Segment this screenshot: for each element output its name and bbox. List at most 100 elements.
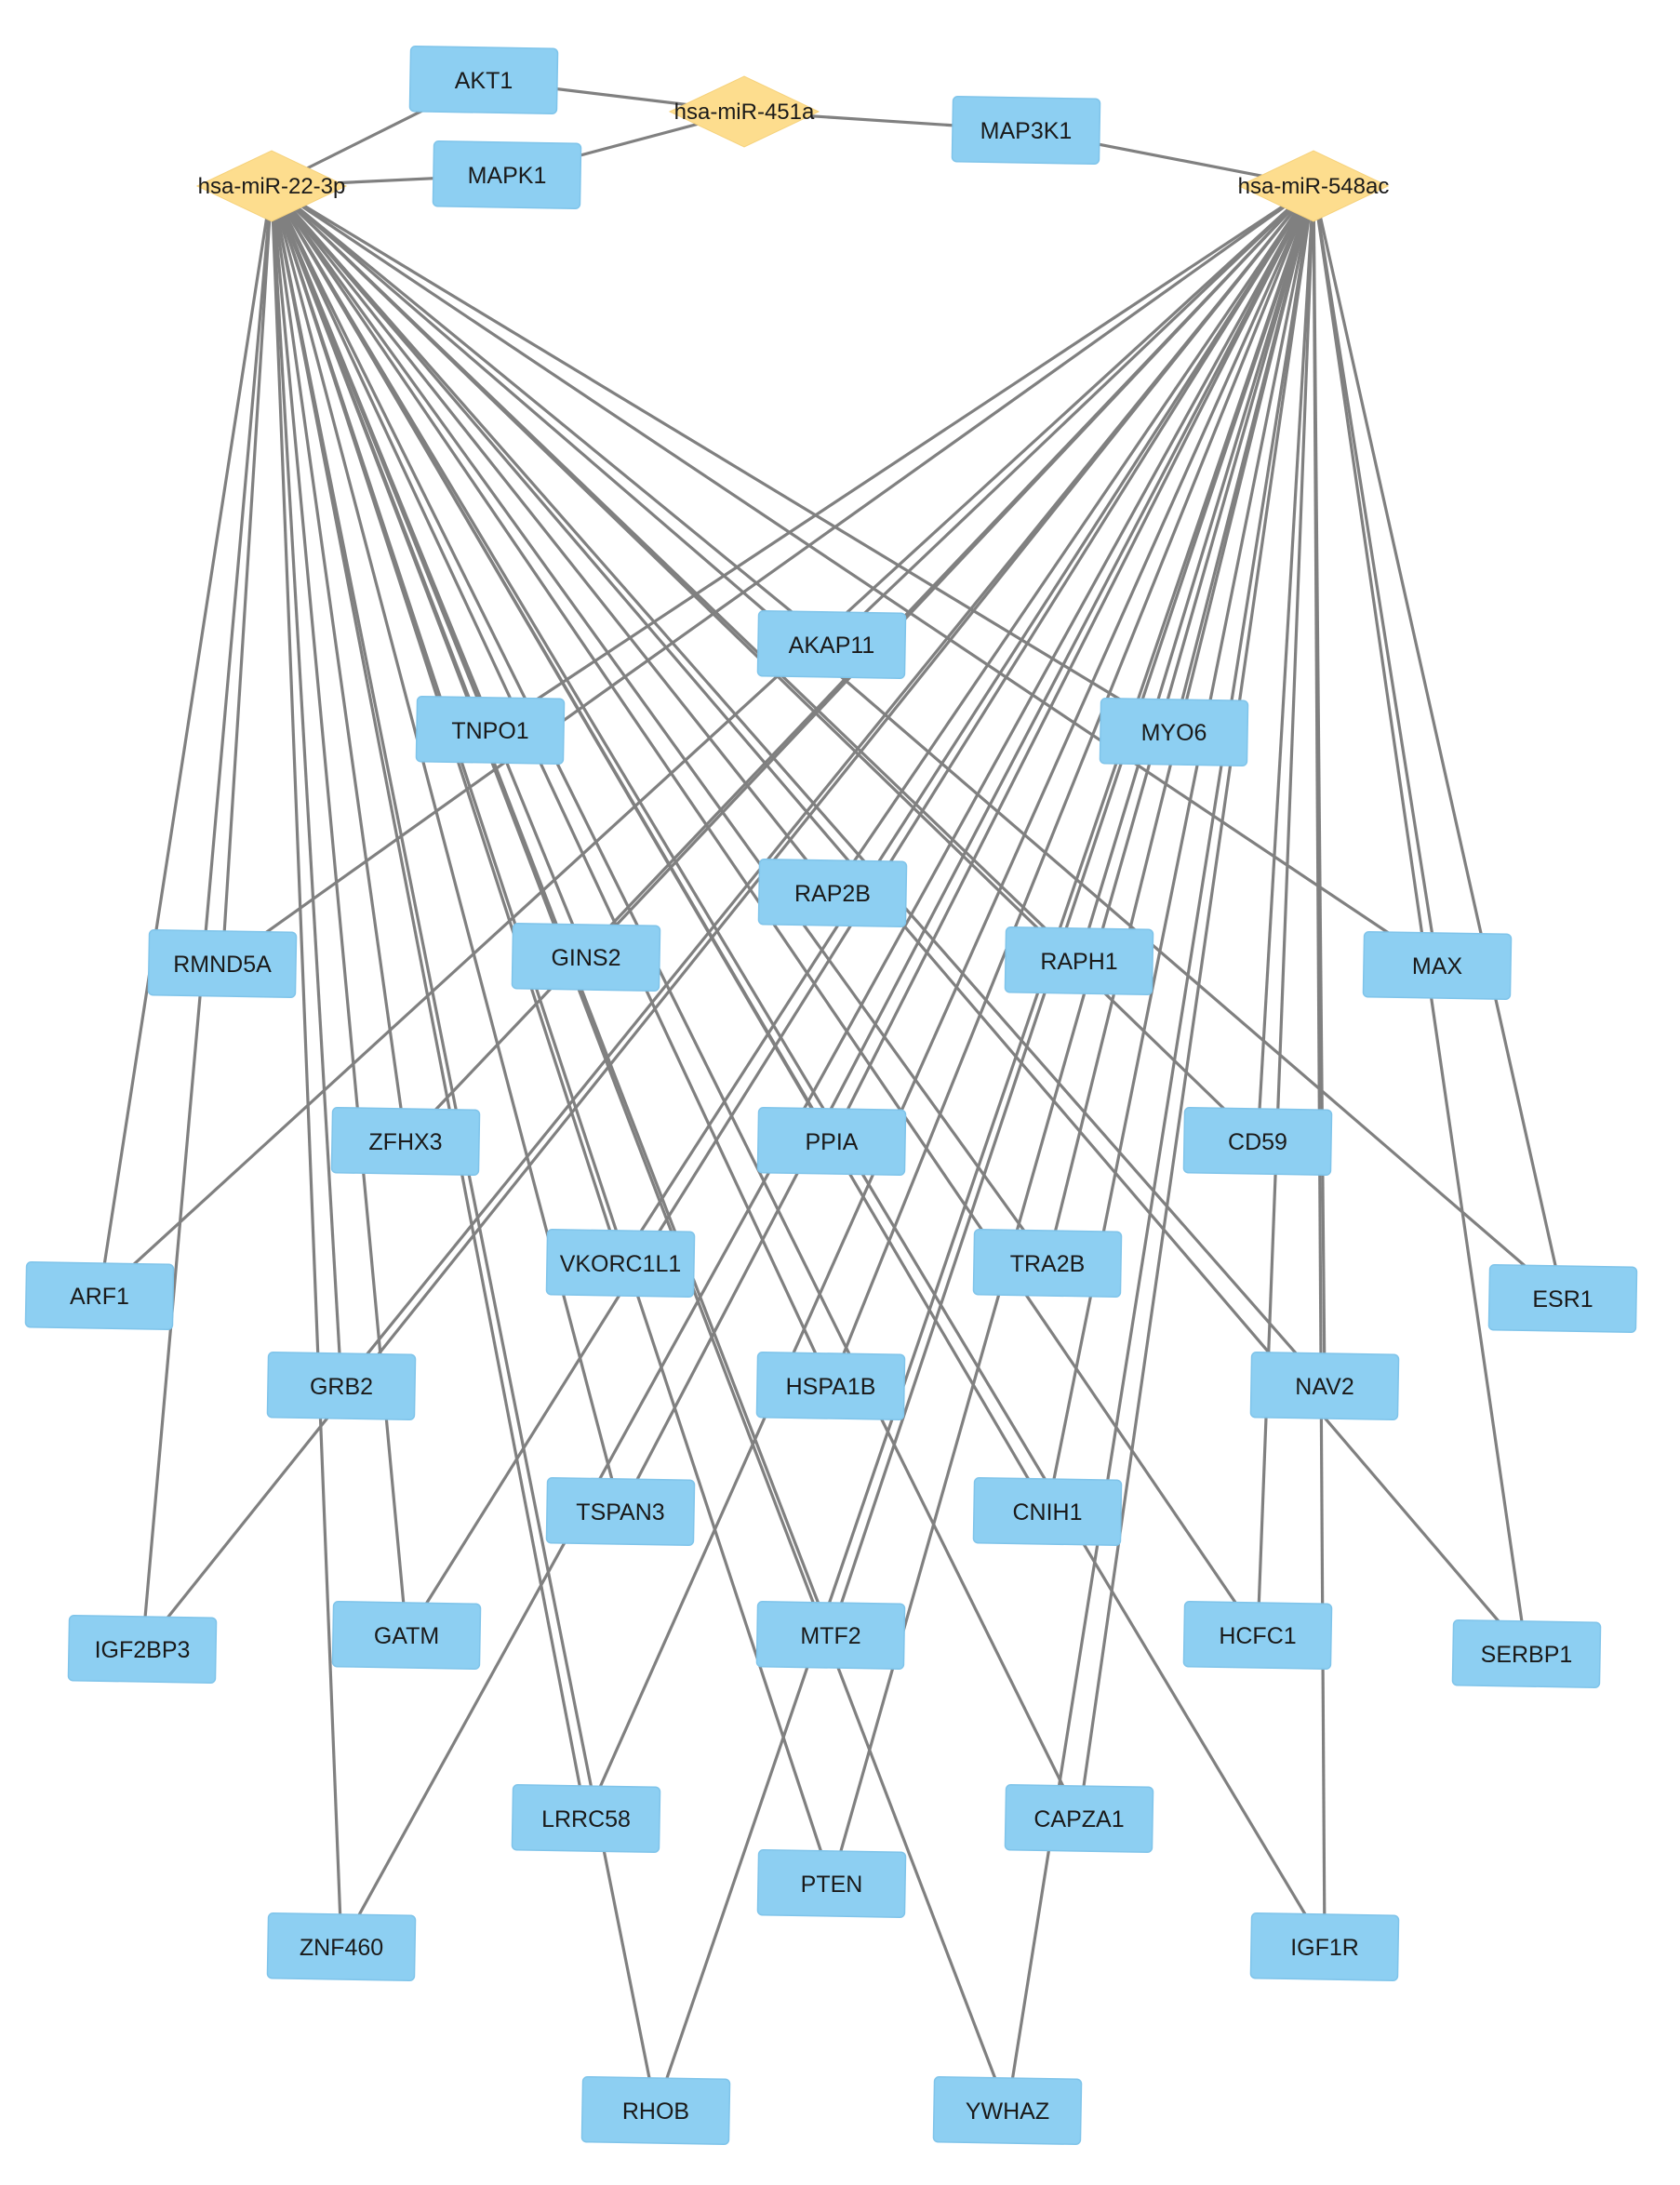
mirna-node-m22[interactable]: hsa-miR-22-3p xyxy=(195,150,348,222)
gene-node-vkorc1l1[interactable]: VKORC1L1 xyxy=(545,1228,696,1299)
gene-box xyxy=(1004,926,1154,996)
gene-node-ppia[interactable]: PPIA xyxy=(756,1106,907,1177)
gene-node-map3k1[interactable]: MAP3K1 xyxy=(951,95,1101,166)
gene-node-pten[interactable]: PTEN xyxy=(756,1848,907,1919)
gene-label: MAX xyxy=(1412,953,1463,979)
gene-box xyxy=(756,609,907,680)
gene-node-hcfc1[interactable]: HCFC1 xyxy=(1182,1600,1333,1671)
gene-box xyxy=(415,695,566,766)
gene-box xyxy=(511,922,661,993)
edge-m548-CAPZA1 xyxy=(1077,185,1315,1819)
gene-node-gins2[interactable]: GINS2 xyxy=(511,922,661,993)
gene-node-igf2bp3[interactable]: IGF2BP3 xyxy=(67,1614,218,1685)
gene-node-gatm[interactable]: GATM xyxy=(331,1600,482,1671)
gene-node-hspa1b[interactable]: HSPA1B xyxy=(755,1351,906,1421)
mirna-label: hsa-miR-548ac xyxy=(1238,174,1390,199)
gene-node-cd59[interactable]: CD59 xyxy=(1182,1106,1333,1177)
gene-box xyxy=(1182,1600,1333,1671)
gene-label: CAPZA1 xyxy=(1033,1806,1124,1832)
edge-m548-PTEN xyxy=(830,185,1315,1885)
mirna-label: hsa-miR-22-3p xyxy=(198,174,346,199)
gene-node-mtf2[interactable]: MTF2 xyxy=(755,1600,906,1671)
gene-label: MTF2 xyxy=(800,1623,860,1649)
gene-box xyxy=(545,1228,696,1299)
gene-label: RMND5A xyxy=(173,952,272,978)
gene-node-tspan3[interactable]: TSPAN3 xyxy=(545,1476,696,1547)
gene-node-ywhaz[interactable]: YWHAZ xyxy=(932,2075,1083,2146)
gene-node-mapk1[interactable]: MAPK1 xyxy=(432,140,582,210)
gene-node-cnih1[interactable]: CNIH1 xyxy=(972,1476,1123,1547)
gene-box xyxy=(147,928,298,999)
gene-node-tnpo1[interactable]: TNPO1 xyxy=(415,695,566,766)
edge-m548-CD59 xyxy=(1256,185,1315,1142)
gene-box xyxy=(511,1783,661,1854)
gene-box xyxy=(1487,1263,1638,1334)
gene-label: TSPAN3 xyxy=(576,1499,664,1526)
edge-m22-ZNF460 xyxy=(270,185,343,1948)
gene-label: MYO6 xyxy=(1141,720,1207,746)
edge-m22-RMND5A xyxy=(220,185,273,965)
gene-box xyxy=(1249,1912,1400,1982)
gene-label: MAPK1 xyxy=(468,163,547,189)
gene-label: YWHAZ xyxy=(966,2098,1049,2125)
edge-m22-CAPZA1 xyxy=(270,185,1081,1819)
edge-m22-ZFHX3 xyxy=(270,185,407,1142)
edge-m548-HSPA1B xyxy=(829,185,1315,1387)
gene-box xyxy=(580,2075,731,2146)
gene-node-zfhx3[interactable]: ZFHX3 xyxy=(330,1106,481,1177)
gene-node-nav2[interactable]: NAV2 xyxy=(1249,1351,1400,1421)
edge-m548-LRRC58 xyxy=(584,185,1315,1819)
gene-box xyxy=(756,1848,907,1919)
gene-node-grb2[interactable]: GRB2 xyxy=(266,1351,417,1421)
edge-m22-RAP2B xyxy=(270,185,834,894)
gene-label: ZNF460 xyxy=(300,1935,383,1961)
gene-node-esr1[interactable]: ESR1 xyxy=(1487,1263,1638,1334)
edge-m22-IGF1R xyxy=(270,185,1327,1948)
edge-m548-MAX xyxy=(1312,185,1439,966)
edge-m548-VKORC1L1 xyxy=(619,185,1315,1264)
gene-node-rmnd5a[interactable]: RMND5A xyxy=(147,928,298,999)
edge-m548-RAPH1 xyxy=(1077,185,1315,962)
gene-node-rhob[interactable]: RHOB xyxy=(580,2075,731,2146)
gene-label: RAPH1 xyxy=(1040,949,1117,975)
gene-node-lrrc58[interactable]: LRRC58 xyxy=(511,1783,661,1854)
edge-m22-AKAP11 xyxy=(270,184,833,646)
gene-box xyxy=(756,1106,907,1177)
mirna-node-m548[interactable]: hsa-miR-548ac xyxy=(1238,150,1390,222)
gene-label: GATM xyxy=(374,1623,439,1649)
gene-box xyxy=(266,1912,417,1982)
mirna-label: hsa-miR-451a xyxy=(674,100,815,125)
gene-box xyxy=(432,140,582,210)
gene-node-tra2b[interactable]: TRA2B xyxy=(972,1228,1123,1299)
gene-node-serbp1[interactable]: SERBP1 xyxy=(1451,1619,1602,1689)
mirna-node-m451[interactable]: hsa-miR-451a xyxy=(668,75,820,148)
gene-box xyxy=(755,1600,906,1671)
edge-m22-HSPA1B xyxy=(270,185,833,1387)
gene-label: PPIA xyxy=(806,1129,859,1155)
gene-node-max[interactable]: MAX xyxy=(1362,930,1513,1001)
gene-label: CNIH1 xyxy=(1012,1499,1082,1526)
gene-node-akap11[interactable]: AKAP11 xyxy=(756,609,907,680)
gene-node-akt1[interactable]: AKT1 xyxy=(408,45,559,115)
gene-box xyxy=(1182,1106,1333,1177)
gene-label: SERBP1 xyxy=(1481,1642,1573,1668)
gene-node-rap2b[interactable]: RAP2B xyxy=(757,858,908,928)
gene-node-capza1[interactable]: CAPZA1 xyxy=(1004,1783,1154,1854)
edge-m548-TNPO1 xyxy=(489,184,1314,732)
gene-node-igf1r[interactable]: IGF1R xyxy=(1249,1912,1400,1982)
edge-m548-AKAP11 xyxy=(830,184,1315,646)
gene-node-myo6[interactable]: MYO6 xyxy=(1099,697,1249,767)
gene-box xyxy=(331,1600,482,1671)
edge-m22-MYO6 xyxy=(271,184,1175,734)
edge-m548-ZNF460 xyxy=(340,185,1315,1948)
gene-node-znf460[interactable]: ZNF460 xyxy=(266,1912,417,1982)
gene-box xyxy=(972,1228,1123,1299)
gene-node-arf1[interactable]: ARF1 xyxy=(24,1260,175,1331)
gene-box xyxy=(1249,1351,1400,1421)
gene-box xyxy=(755,1351,906,1421)
edge-m22-ESR1 xyxy=(270,184,1565,1300)
gene-node-raph1[interactable]: RAPH1 xyxy=(1004,926,1154,996)
gene-box xyxy=(1099,697,1249,767)
edge-m548-NAV2 xyxy=(1312,185,1327,1387)
edge-m22-PTEN xyxy=(270,185,833,1885)
